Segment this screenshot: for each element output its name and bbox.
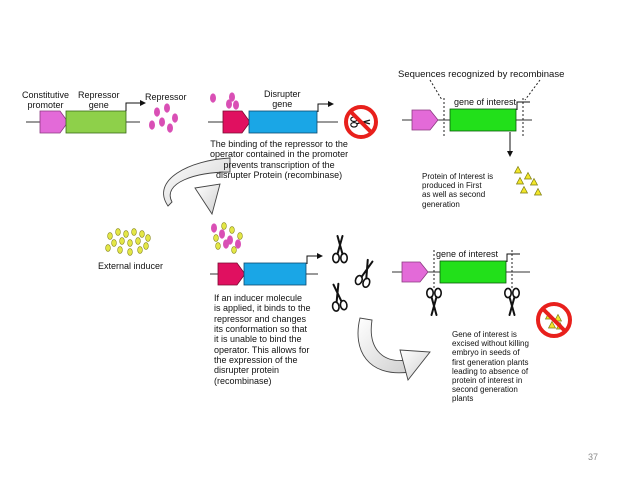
gene-of-interest-label-bottom: gene of interest	[436, 249, 499, 259]
curved-arrow-1-head	[194, 183, 221, 216]
excision-description: Gene of interest is excised without kill…	[452, 330, 529, 404]
gene-of-interest-shape-top	[449, 108, 517, 132]
goi-promoter-shape-2	[401, 261, 429, 283]
cut-scissors-right	[503, 287, 521, 316]
curved-arrow-1	[163, 157, 231, 207]
page-number: 37	[588, 452, 599, 462]
disrupter-gene-shape-2	[243, 262, 307, 286]
sequences-recognized-label: Sequences recognized by recombinase	[398, 69, 565, 80]
disrupter-arrowhead-2	[317, 253, 323, 259]
constitutive-promoter-shape	[39, 110, 69, 134]
gene-of-interest-shape-bottom	[439, 260, 507, 284]
goi-down-arrowhead	[507, 151, 513, 157]
gene-of-interest-label-top: gene of interest	[454, 97, 517, 107]
recombinase-scissors-1	[331, 235, 349, 264]
disrupter-arrowhead	[328, 101, 334, 107]
inducer-description: If an inducer molecule is applied, it bi…	[214, 293, 311, 386]
constitutive-promoter-label: Constitutive promoter	[22, 90, 70, 111]
curved-arrow-2-head	[399, 349, 431, 381]
goi-promoter-shape	[411, 109, 439, 131]
protein-of-interest-description: Protein of Interest is produced in First…	[422, 172, 494, 209]
disrupter-gene-label: Disrupter gene	[264, 89, 301, 110]
repressor-gene-label: Repressor gene	[78, 90, 120, 111]
disrupter-promoter-shape-2	[217, 262, 246, 286]
recombinase-scissors-2	[353, 257, 378, 290]
seq-pointer-right	[524, 79, 541, 101]
recombinase-scissors-3	[327, 281, 349, 313]
disrupter-gene-shape	[248, 110, 318, 134]
bound-repressors	[210, 92, 239, 110]
disrupter-arrow-2	[306, 255, 317, 264]
repressor-label: Repressor	[145, 92, 187, 102]
goi-arrow-bottom	[506, 253, 520, 262]
repressor-gene-shape	[65, 110, 127, 134]
curved-arrow-2	[357, 317, 411, 374]
repressor-proteins	[149, 103, 178, 133]
repressor-arrow	[125, 102, 140, 111]
goi-arrow-top	[516, 101, 530, 110]
external-inducer-label: External inducer	[98, 261, 164, 271]
binding-description: The binding of the repressor to the oper…	[210, 139, 349, 181]
inducer-repressor-complex	[211, 222, 243, 254]
repressor-arrowhead	[140, 100, 146, 106]
protein-of-interest-triangles	[514, 166, 542, 196]
external-inducer-molecules	[105, 228, 151, 256]
no-recombinase-icon	[344, 105, 378, 139]
disrupter-promoter-shape	[222, 110, 251, 134]
cut-scissors-left	[425, 287, 443, 316]
seq-pointer-left	[429, 79, 443, 101]
no-protein-icon	[536, 302, 572, 338]
disrupter-arrow	[317, 103, 328, 112]
